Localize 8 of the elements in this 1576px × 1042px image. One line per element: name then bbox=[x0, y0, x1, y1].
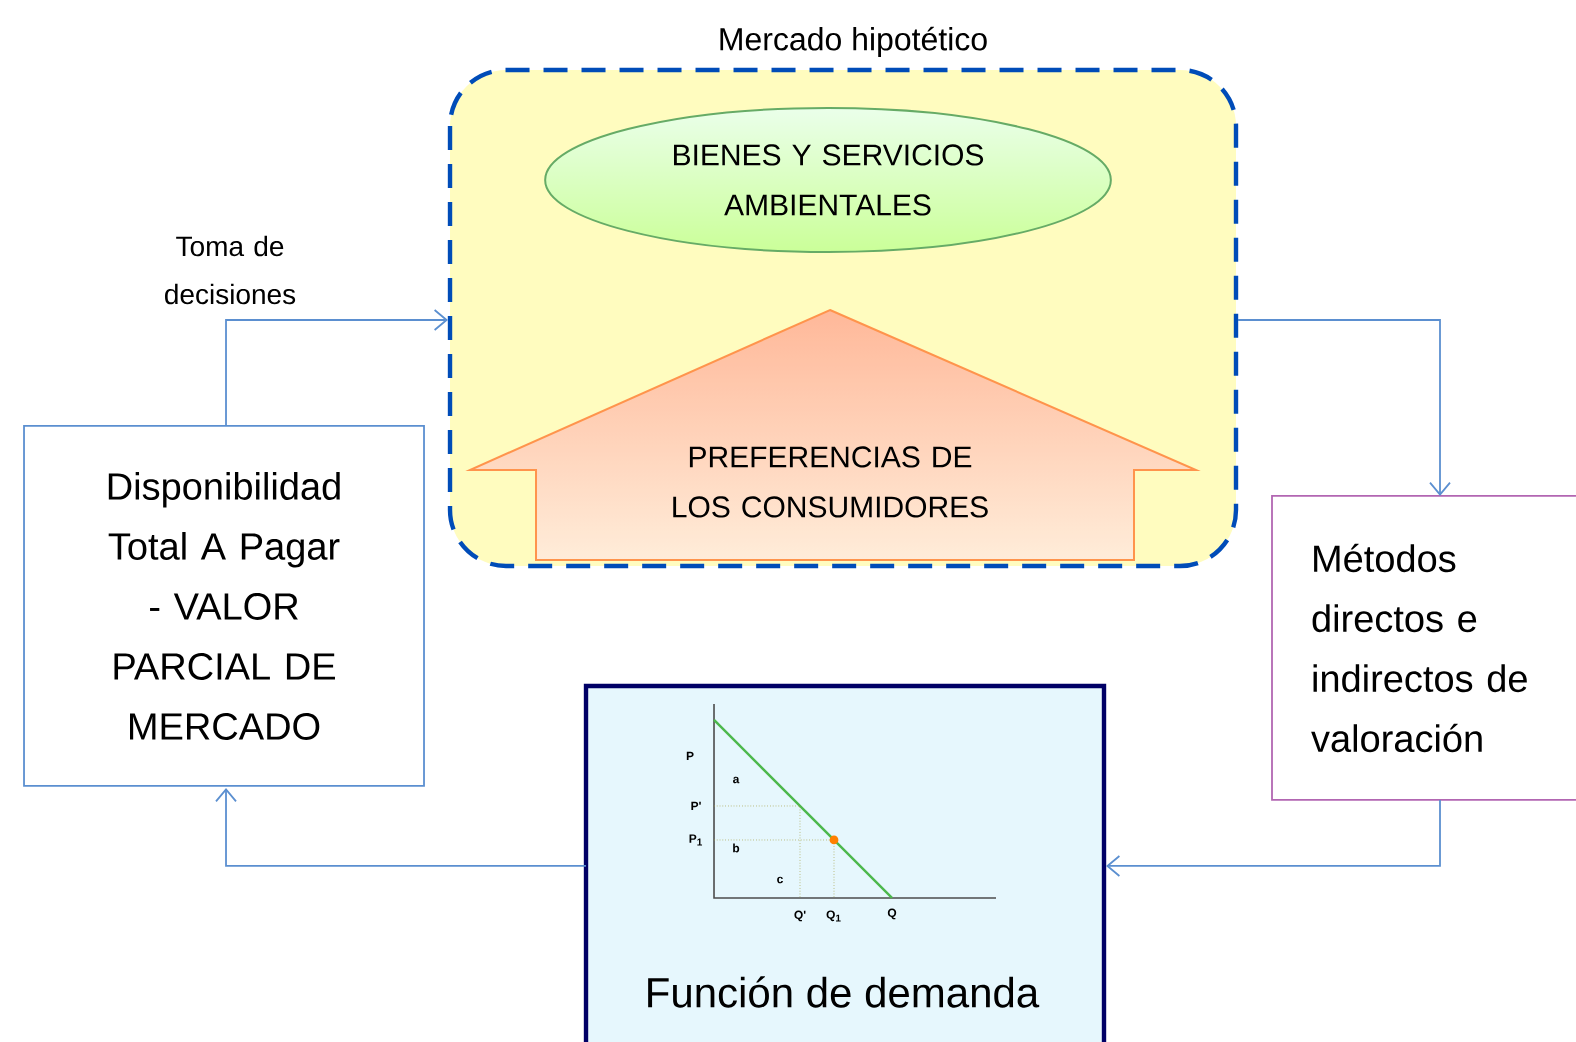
region-title: Mercado hipotético bbox=[720, 26, 987, 57]
text-box: Métodos directos e indirectos de valoración bbox=[1271, 495, 1576, 801]
connector-arrow bbox=[1106, 799, 1441, 877]
connector-arrow bbox=[225, 309, 448, 427]
edge-label: Toma de decisiones bbox=[165, 235, 296, 305]
connector-arrow bbox=[215, 787, 587, 867]
connector-arrow bbox=[1237, 319, 1451, 496]
text-box: Disponibilidad Total A Pagar - VALOR PARCIAL DE MERCADO bbox=[23, 425, 425, 787]
